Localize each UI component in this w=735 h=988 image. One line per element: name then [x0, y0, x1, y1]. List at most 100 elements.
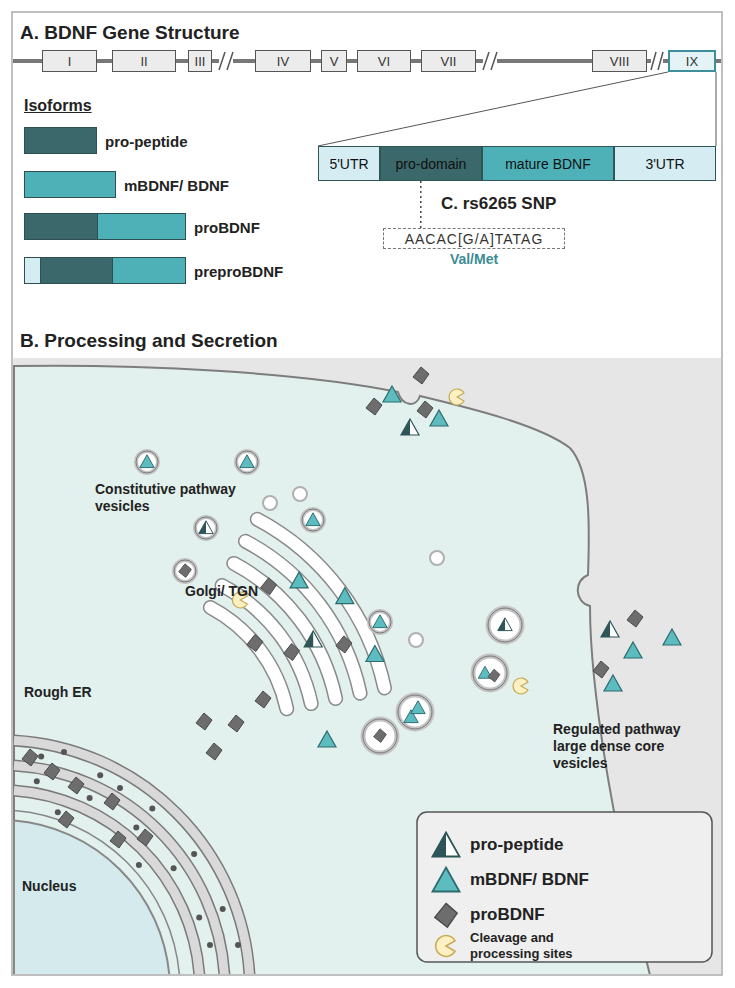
break-mark [651, 52, 663, 70]
exon-label: VIII [610, 54, 630, 69]
segment-label: pro-domain [396, 156, 467, 172]
legend-symbol [433, 833, 460, 857]
probdnf-molecule [593, 661, 609, 678]
exon-segment: mature BDNF [482, 146, 614, 181]
mbdnf-molecule [411, 701, 425, 714]
vesicle [293, 487, 307, 501]
cell-membrane [14, 366, 650, 974]
exon-label: IV [277, 54, 289, 69]
probdnf-molecule [228, 715, 244, 732]
probdnf-molecule [417, 401, 433, 418]
mbdnf-molecule [383, 386, 401, 402]
vesicle [430, 551, 444, 565]
exon-box: VIII [592, 50, 647, 72]
propeptide-molecule [601, 621, 619, 637]
legend-box [417, 812, 712, 962]
extracellular-space [13, 358, 721, 974]
exon-label: VI [378, 54, 390, 69]
frame [12, 12, 722, 975]
legend-symbol [435, 903, 457, 927]
segment-label: mature BDNF [505, 156, 591, 172]
mbdnf-molecule [366, 646, 384, 662]
sequence-box: AACAC[G/A]TATAGVal/Met [383, 228, 565, 249]
probdnf-molecule [68, 777, 84, 794]
nucleus [14, 821, 169, 974]
legend-text: proBDNF [470, 905, 545, 925]
region-label: Regulated pathway large dense core vesic… [553, 721, 693, 771]
cell-scene [13, 358, 721, 974]
exon-label: VII [441, 54, 457, 69]
exon-box: II [112, 50, 176, 72]
subheading: Isoforms [24, 96, 92, 115]
probdnf-molecule [137, 829, 153, 846]
nuclear-envelope [14, 811, 179, 975]
legend-text: mBDNF/ BDNF [470, 870, 589, 890]
mbdnf-molecule [604, 675, 622, 691]
exon-label: I [68, 54, 72, 69]
legend-symbol [436, 936, 455, 957]
isoform-bar: pro-peptide [24, 127, 97, 154]
probdnf-molecule [22, 749, 38, 766]
cleavage-site [449, 389, 464, 405]
mbdnf-molecule [306, 513, 320, 526]
probdnf-molecule [255, 691, 271, 708]
mbdnf-molecule [663, 629, 681, 645]
probdnf-molecule [44, 763, 60, 780]
probdnf-molecule [110, 831, 126, 848]
region-label: Golgi/ TGN [185, 583, 258, 600]
region-label: Rough ER [24, 684, 92, 701]
propeptide-molecule [199, 521, 213, 534]
cleavage-site [513, 678, 528, 694]
variant-label: Val/Met [384, 251, 564, 267]
vesicle [136, 451, 158, 473]
vesicle [174, 560, 196, 582]
rough-er [14, 740, 250, 974]
probdnf-molecule [261, 578, 277, 595]
exon-segment: 3'UTR [614, 146, 716, 181]
exon-box: IX [668, 50, 716, 72]
vesicle [369, 611, 391, 633]
vesicle [195, 517, 217, 539]
section-heading: B. Processing and Secretion [20, 330, 278, 353]
probdnf-molecule [627, 610, 643, 627]
exon-label: II [140, 54, 147, 69]
exon-label: IX [686, 54, 698, 69]
section-heading: A. BDNF Gene Structure [20, 22, 240, 45]
dense-core-vesicle [363, 719, 397, 753]
vesicle [409, 633, 423, 647]
isoform-label: mBDNF/ BDNF [124, 176, 229, 193]
propeptide-molecule [498, 618, 512, 631]
probdnf-molecule [413, 367, 429, 384]
dotted-connector [420, 181, 422, 228]
legend-symbol [433, 868, 460, 892]
dense-core-vesicle [473, 656, 507, 690]
region-label: Nucleus [22, 878, 76, 895]
legend-text: pro-peptide [470, 835, 564, 855]
mbdnf-molecule [318, 731, 336, 747]
segment-label: 3'UTR [645, 156, 684, 172]
exon-label: III [195, 54, 206, 69]
probdnf-molecule [206, 743, 222, 760]
isoform-bar: mBDNF/ BDNF [24, 171, 116, 198]
mbdnf-molecule [290, 572, 308, 588]
probdnf-molecule [488, 669, 500, 682]
propeptide-molecule [304, 631, 322, 647]
exon-label: V [330, 54, 339, 69]
mbdnf-molecule [430, 410, 448, 426]
probdnf-molecule [58, 811, 74, 828]
mbdnf-molecule [240, 455, 254, 468]
mbdnf-molecule [373, 615, 387, 628]
exon-segment: 5'UTR [318, 146, 380, 181]
probdnf-molecule [374, 729, 387, 743]
zoom-line [318, 72, 668, 146]
segment-label: 5'UTR [329, 156, 368, 172]
exon-segment: pro-domain [380, 146, 482, 181]
exon-box: VI [357, 50, 411, 72]
section-heading: C. rs6265 SNP [441, 194, 556, 214]
mbdnf-molecule [336, 588, 354, 604]
exon-box: I [42, 50, 97, 72]
dense-core-vesicle [488, 608, 522, 642]
isoform-label: proBDNF [194, 218, 260, 235]
mbdnf-molecule [624, 642, 642, 658]
